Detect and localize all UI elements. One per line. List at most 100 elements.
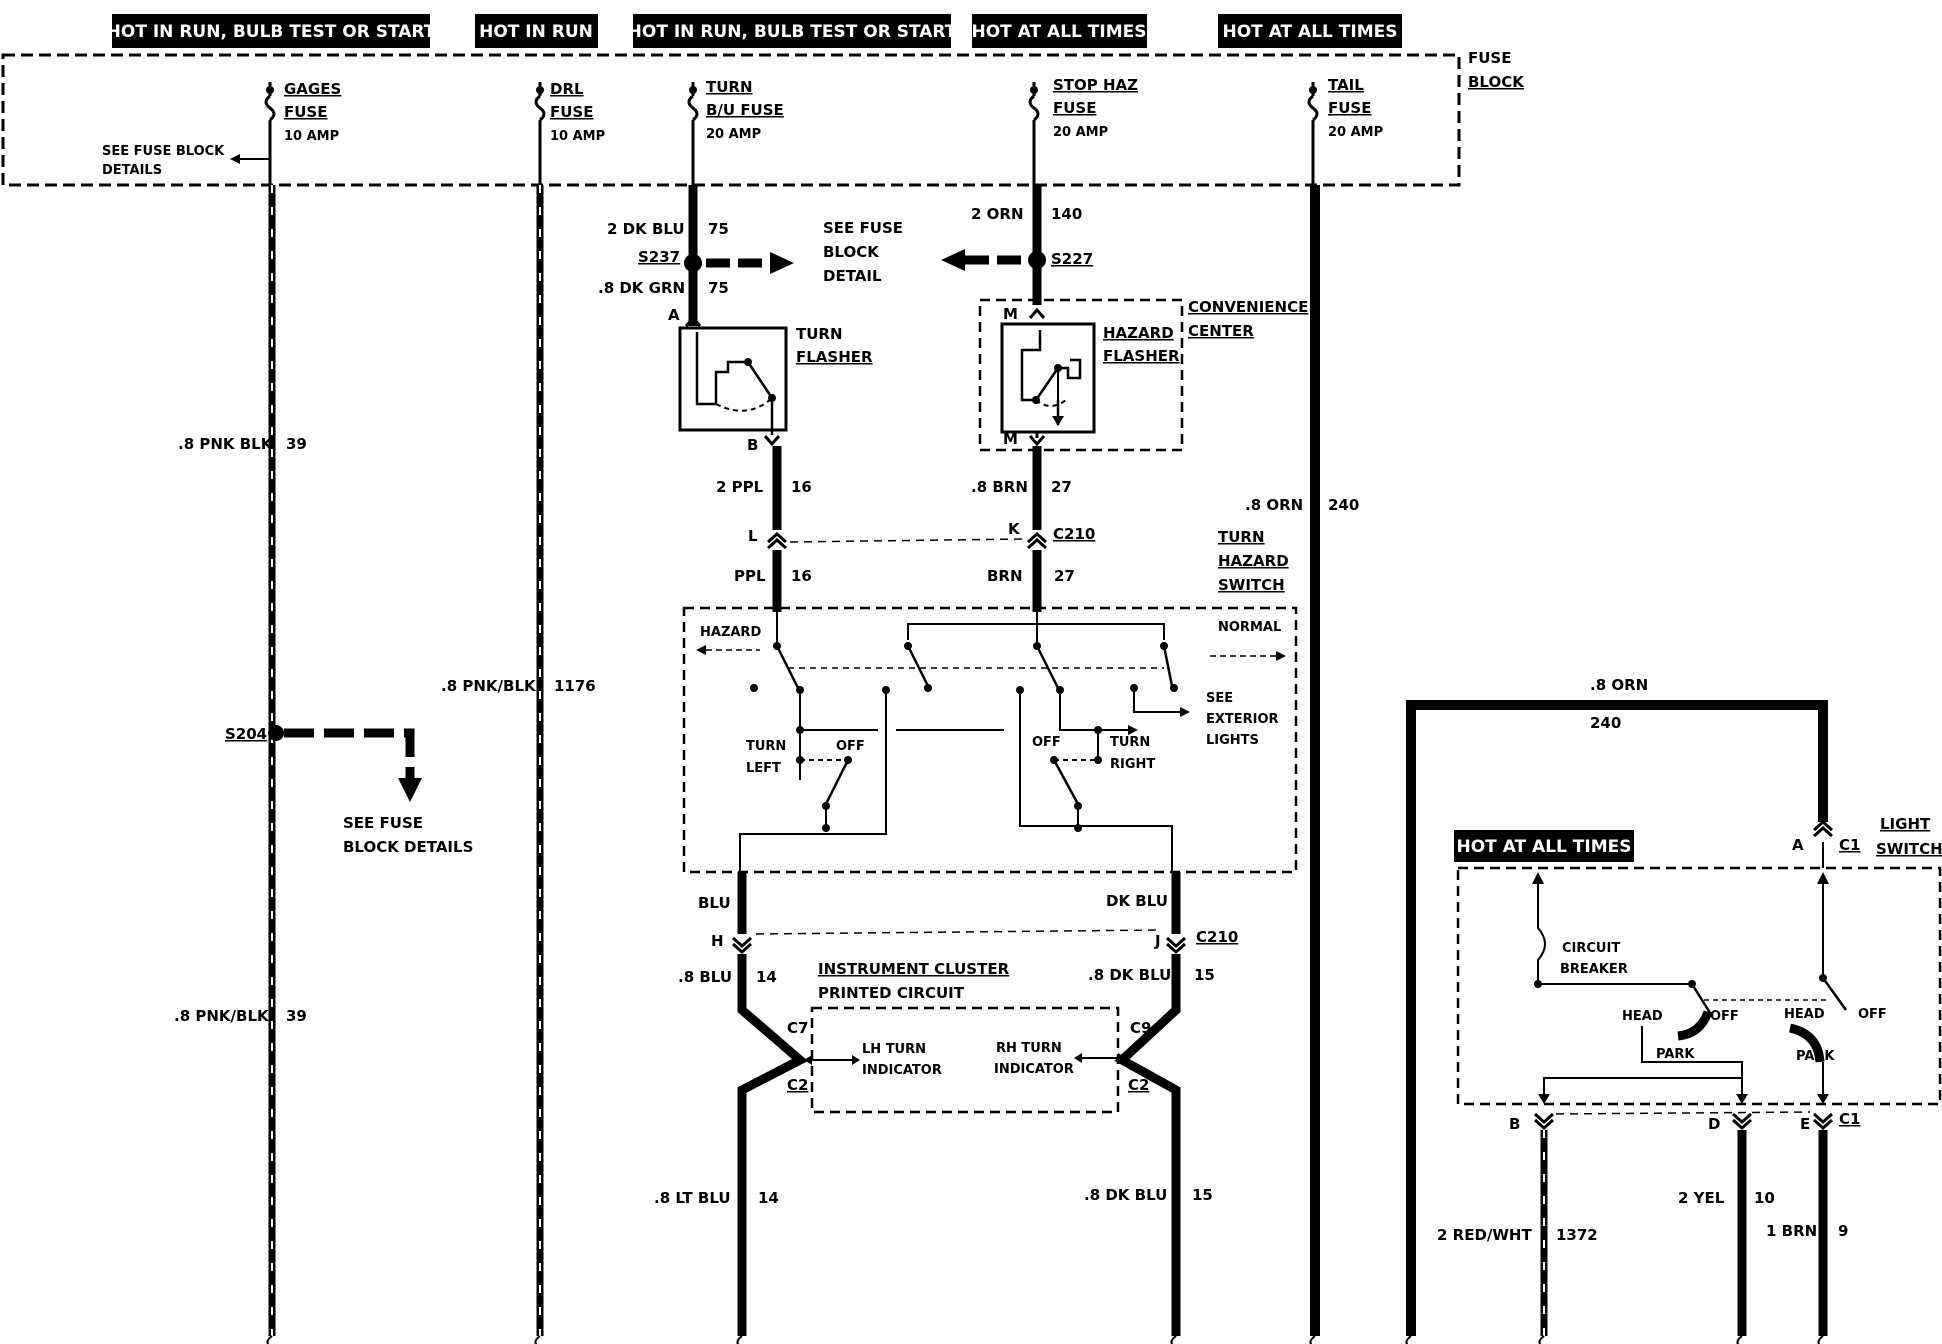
svg-text:240: 240 — [1328, 496, 1359, 514]
svg-text:DK BLU: DK BLU — [1106, 892, 1168, 910]
svg-text:20 AMP: 20 AMP — [1328, 125, 1383, 140]
wire-drl: .8 PNK/BLK 1176 — [441, 185, 596, 1336]
fuse-turn: TURN B/U FUSE 20 AMP — [687, 78, 784, 185]
svg-text:BLOCK DETAILS: BLOCK DETAILS — [343, 838, 473, 856]
svg-text:E: E — [1800, 1115, 1810, 1133]
svg-text:C1: C1 — [1839, 836, 1860, 854]
svg-text:TURN: TURN — [706, 78, 753, 96]
svg-text:NORMAL: NORMAL — [1218, 620, 1281, 635]
wire-yel: 2 YEL 10 — [1678, 1130, 1775, 1336]
svg-text:39: 39 — [286, 1007, 307, 1025]
svg-text:2 DK BLU: 2 DK BLU — [607, 220, 685, 238]
wire-gages: .8 PNK BLK 39 .8 PNK/BLK 39 — [174, 185, 307, 1344]
svg-text:DETAIL: DETAIL — [823, 267, 882, 285]
svg-text:H: H — [711, 932, 724, 950]
splice-s237: S237 — [638, 248, 794, 274]
connector-c210-bottom: H J C210 — [711, 928, 1238, 955]
svg-text:14: 14 — [758, 1189, 779, 1207]
svg-text:LH TURN: LH TURN — [862, 1042, 926, 1057]
svg-text:EXTERIOR: EXTERIOR — [1206, 712, 1279, 727]
fuse-tail: TAIL FUSE 20 AMP — [1307, 76, 1383, 185]
svg-text:C2: C2 — [787, 1076, 808, 1094]
svg-text:PRINTED CIRCUIT: PRINTED CIRCUIT — [818, 984, 965, 1002]
svg-text:.8 DK BLU: .8 DK BLU — [1084, 1186, 1167, 1204]
svg-text:.8 DK GRN: .8 DK GRN — [598, 279, 685, 297]
fuse-block-box — [1, 53, 1461, 187]
header-stop: HOT AT ALL TIMES — [972, 14, 1147, 48]
svg-text:SEE FUSE: SEE FUSE — [823, 219, 903, 237]
svg-text:.8 BLU: .8 BLU — [678, 968, 732, 986]
svg-text:.8 DK BLU: .8 DK BLU — [1088, 966, 1171, 984]
fuse-drl: DRL FUSE 10 AMP — [534, 80, 605, 185]
svg-text:C1: C1 — [1839, 1110, 1860, 1128]
svg-text:RH TURN: RH TURN — [996, 1041, 1062, 1056]
svg-text:SWITCH: SWITCH — [1876, 840, 1942, 858]
svg-text:BLU: BLU — [698, 894, 731, 912]
svg-text:S227: S227 — [1051, 250, 1093, 268]
svg-text:OFF: OFF — [836, 739, 865, 754]
svg-text:K: K — [1008, 520, 1021, 538]
svg-text:HOT IN RUN, BULB TEST OR START: HOT IN RUN, BULB TEST OR START — [107, 22, 436, 42]
svg-text:M: M — [1003, 430, 1018, 448]
svg-text:20 AMP: 20 AMP — [706, 127, 761, 142]
svg-text:B: B — [747, 436, 758, 454]
svg-text:J: J — [1154, 932, 1161, 950]
wire-stop-feed: 2 ORN 140 — [971, 185, 1082, 305]
svg-text:75: 75 — [708, 220, 729, 238]
svg-text:CENTER: CENTER — [1188, 322, 1254, 340]
svg-text:L: L — [748, 527, 758, 545]
svg-text:1176: 1176 — [554, 677, 596, 695]
svg-text:B/U FUSE: B/U FUSE — [706, 101, 784, 119]
svg-text:2 ORN: 2 ORN — [971, 205, 1024, 223]
svg-text:SWITCH: SWITCH — [1218, 576, 1285, 594]
svg-text:FUSE: FUSE — [1053, 99, 1096, 117]
svg-text:15: 15 — [1194, 966, 1215, 984]
svg-text:2 PPL: 2 PPL — [716, 478, 764, 496]
svg-text:15: 15 — [1192, 1186, 1213, 1204]
svg-text:HOT IN RUN: HOT IN RUN — [479, 22, 593, 42]
svg-text:1 BRN: 1 BRN — [1766, 1222, 1817, 1240]
svg-text:B: B — [1509, 1115, 1520, 1133]
svg-text:HOT IN RUN, BULB TEST OR START: HOT IN RUN, BULB TEST OR START — [628, 22, 957, 42]
svg-text:BREAKER: BREAKER — [1560, 962, 1628, 977]
wire-blu: BLU — [698, 872, 747, 934]
header-light-switch: HOT AT ALL TIMES — [1454, 830, 1634, 862]
svg-text:10 AMP: 10 AMP — [550, 129, 605, 144]
svg-text:10 AMP: 10 AMP — [284, 129, 339, 144]
svg-text:LIGHTS: LIGHTS — [1206, 733, 1259, 748]
svg-text:20 AMP: 20 AMP — [1053, 125, 1108, 140]
svg-text:SEE FUSE BLOCK: SEE FUSE BLOCK — [102, 144, 225, 159]
svg-text:HOT AT ALL TIMES: HOT AT ALL TIMES — [1223, 22, 1398, 42]
svg-text:.8 PNK BLK: .8 PNK BLK — [178, 435, 274, 453]
svg-text:DRL: DRL — [550, 80, 584, 98]
svg-text:240: 240 — [1590, 714, 1621, 732]
svg-text:HOT AT ALL TIMES: HOT AT ALL TIMES — [1457, 837, 1632, 857]
svg-text:75: 75 — [708, 279, 729, 297]
svg-text:A: A — [668, 306, 680, 324]
splice-s204: S204 SEE FUSE BLOCK DETAILS — [225, 725, 473, 856]
fuse-gages: GAGES FUSE 10 AMP — [264, 80, 341, 185]
wire-dk-blu-15: .8 DK BLU 15 .8 DK BLU 15 — [1084, 954, 1215, 1336]
svg-text:C9: C9 — [1130, 1019, 1151, 1037]
svg-text:C2: C2 — [1128, 1076, 1149, 1094]
svg-text:STOP HAZ: STOP HAZ — [1053, 76, 1138, 94]
svg-text:D: D — [1708, 1115, 1720, 1133]
svg-text:HEAD: HEAD — [1784, 1007, 1825, 1022]
turn-hazard-switch: TURN HAZARD SWITCH HAZARD NORMAL — [682, 528, 1298, 874]
svg-text:FUSE: FUSE — [550, 103, 593, 121]
splice-s227: S227 — [941, 249, 1093, 271]
svg-text:TURN: TURN — [1218, 528, 1265, 546]
connector-c210-top: L K C210 — [748, 520, 1095, 550]
svg-text:FLASHER: FLASHER — [796, 348, 873, 366]
wire-red-wht: 2 RED/WHT 1372 — [1437, 1130, 1598, 1336]
svg-text:FLASHER: FLASHER — [1103, 347, 1180, 365]
wire-blu-14: .8 BLU 14 .8 LT BLU 14 — [654, 954, 808, 1336]
svg-text:S237: S237 — [638, 248, 680, 266]
svg-text:RIGHT: RIGHT — [1110, 757, 1155, 772]
wire-orn-240-loop: .8 ORN 240 — [1406, 676, 1828, 1336]
svg-text:HAZARD: HAZARD — [700, 625, 761, 640]
fuse-stop: STOP HAZ FUSE 20 AMP — [1028, 76, 1138, 185]
svg-text:PARK: PARK — [1656, 1047, 1695, 1062]
svg-text:OFF: OFF — [1710, 1009, 1739, 1024]
